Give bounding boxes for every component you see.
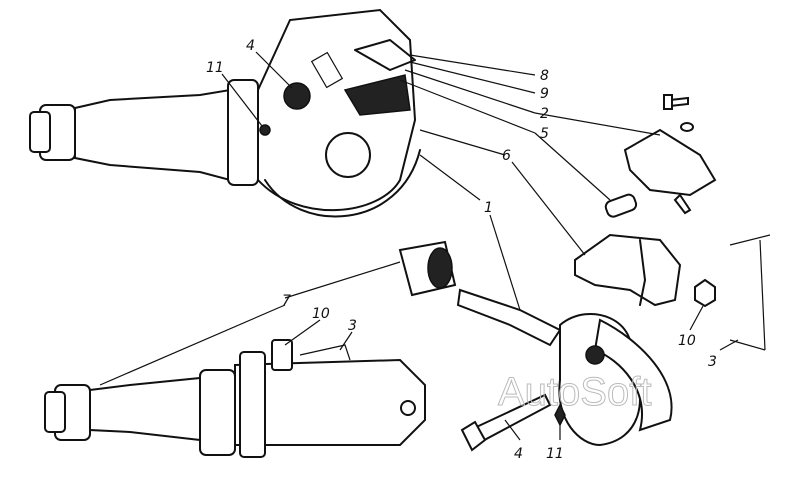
chain-3-bottom xyxy=(299,344,351,361)
housing-bottom xyxy=(234,358,426,446)
hook-1-hole xyxy=(585,345,605,365)
hook-eye-top xyxy=(325,132,371,178)
grease-fitting-11 xyxy=(554,403,566,427)
flange-bottom xyxy=(199,369,236,456)
collar-bottom xyxy=(239,351,266,458)
callout-8: 8 xyxy=(540,68,549,84)
callouts: 4 11 8 9 2 5 6 1 7 10 3 10 3 4 11 xyxy=(206,38,717,462)
callout-11-top: 11 xyxy=(206,60,224,76)
bolt-head-bottom xyxy=(400,400,416,416)
callout-11-bottom: 11 xyxy=(546,446,564,462)
lever-2 xyxy=(623,128,717,197)
slot-top xyxy=(310,51,344,89)
hook-shank-1 xyxy=(456,288,562,347)
callout-7: 7 xyxy=(282,293,291,309)
nut-10-bottom xyxy=(271,339,293,371)
nut-bottom xyxy=(44,391,66,433)
bracket-6 xyxy=(574,233,682,307)
pin-5 xyxy=(604,193,638,218)
bushing-7-bore xyxy=(427,247,453,289)
callout-3-bottom: 3 xyxy=(348,318,357,334)
nut-10-right xyxy=(694,278,716,308)
callout-2: 2 xyxy=(540,106,549,122)
lever-2-tab xyxy=(673,193,692,215)
bracket-6-edge xyxy=(639,239,646,306)
callout-10-right: 10 xyxy=(678,333,696,349)
leader-lines xyxy=(99,51,739,441)
shaft-bottom xyxy=(89,376,201,442)
hook-1-nose xyxy=(593,318,673,432)
callout-5: 5 xyxy=(540,126,549,142)
nut-top xyxy=(29,111,51,153)
hook-jaw-top xyxy=(264,149,421,218)
watermark: AutoSoft xyxy=(498,370,651,414)
bolt-8-head xyxy=(663,94,673,110)
middle-parts xyxy=(398,240,673,452)
grease-fitting-top xyxy=(259,124,271,136)
latch-section xyxy=(343,74,411,116)
washer-9 xyxy=(680,122,694,132)
callout-9: 9 xyxy=(540,86,549,102)
shaft-top xyxy=(74,88,231,182)
pin-4-top xyxy=(283,82,311,110)
callout-10-bottom: 10 xyxy=(312,306,330,322)
callout-3-right: 3 xyxy=(708,354,717,370)
flange-top xyxy=(227,79,259,186)
callout-1: 1 xyxy=(484,200,493,216)
callout-4-top: 4 xyxy=(246,38,255,54)
hook-body-top xyxy=(257,8,417,211)
bolt-4-head xyxy=(460,420,487,452)
small-parts xyxy=(574,94,771,351)
top-assembly xyxy=(29,8,421,218)
chain-3-right xyxy=(729,234,771,351)
callout-6: 6 xyxy=(502,148,511,164)
bottom-assembly xyxy=(44,339,426,458)
lever-2-top xyxy=(354,39,416,71)
callout-4-bottom: 4 xyxy=(514,446,523,462)
